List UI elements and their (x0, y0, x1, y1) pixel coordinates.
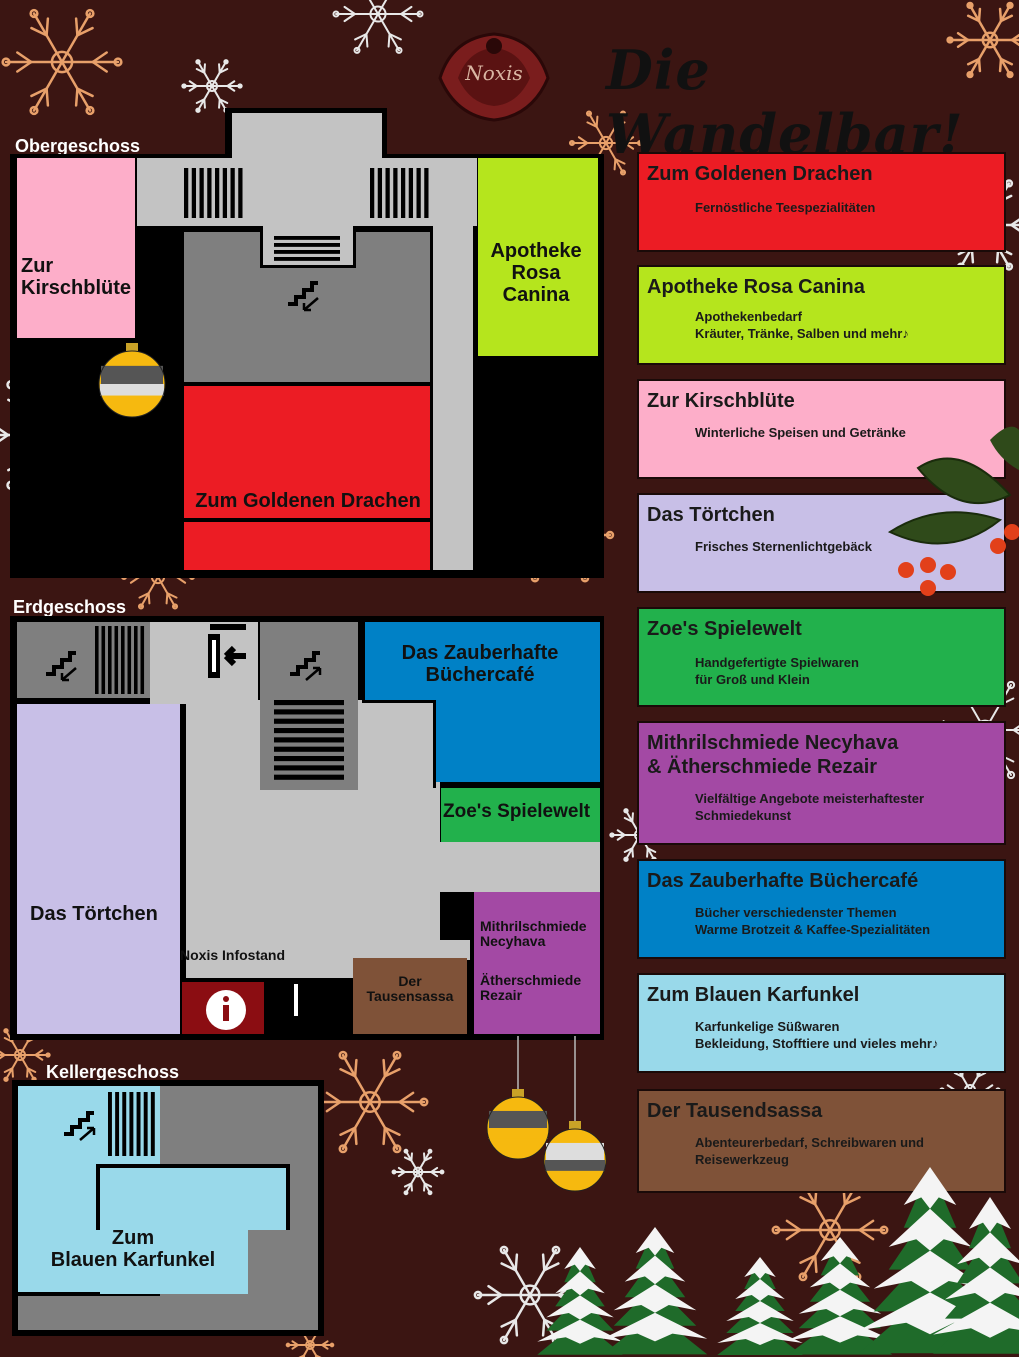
infostand-label: Noxis Infostand (180, 947, 286, 963)
room-spielewelt[interactable] (441, 788, 600, 842)
snowflake-icon (311, 1050, 429, 1154)
snowflake-icon (391, 1148, 445, 1196)
basement-title: Kellergeschoss (46, 1062, 180, 1082)
room-tausendsassa[interactable] (353, 958, 467, 1034)
shop-card[interactable]: Mithrilschmiede Necyhava & Ätherschmiede… (637, 721, 1006, 845)
shop-card-title: Zum Blauen Karfunkel (647, 984, 860, 1006)
room-schmiede-label-1: Mithrilschmiede Necyhava (480, 918, 587, 950)
infostand[interactable] (182, 982, 264, 1034)
room-kirschbluete[interactable] (17, 158, 135, 338)
upper-corridor-right (433, 158, 473, 570)
logo-text: Noxis (465, 61, 523, 85)
shop-card-title: Mithrilschmiede Necyhava & Ätherschmiede… (647, 732, 899, 778)
room-drachen-label: Zum Goldenen Drachen (195, 490, 421, 512)
ground-stairwell-left (17, 622, 150, 698)
shop-card-title: Das Zauberhafte Büchercafé (647, 870, 919, 892)
room-apotheke-label: Apotheke Rosa Canina (490, 240, 582, 306)
room-buechercafe-label: Das Zauberhafte Büchercafé (401, 642, 559, 686)
shop-card-description: Karfunkelige Süßwaren Bekleidung, Stofft… (695, 1019, 939, 1051)
snowflake-icon (332, 0, 424, 54)
room-karfunkel-ext2[interactable] (100, 1228, 248, 1294)
ground-stairwell-center (260, 622, 358, 790)
room-apotheke[interactable] (478, 158, 598, 356)
room-toertchen[interactable] (17, 704, 180, 1034)
shop-card-description: Handgefertigte Spielwaren für Groß und K… (695, 655, 859, 687)
room-drachen-lower[interactable] (184, 522, 430, 570)
basement-corridor (18, 1296, 318, 1330)
snowflake-icon (181, 59, 243, 113)
room-drachen[interactable] (184, 386, 430, 518)
shop-card-title: Zur Kirschblüte (647, 390, 795, 412)
shop-card-title: Das Törtchen (647, 504, 775, 526)
snowflake-icon (946, 1, 1019, 79)
shop-card-title: Zum Goldenen Drachen (647, 163, 873, 185)
noxis-logo: Noxis (432, 20, 556, 124)
shop-card-description: Fernöstliche Teespezialitäten (695, 200, 876, 215)
room-toertchen-label: Das Törtchen (30, 903, 158, 925)
shop-card-title: Zoe's Spielewelt (647, 618, 802, 640)
ground-corridor-bottom (186, 940, 470, 960)
snowflake-icon (1, 8, 123, 116)
room-buechercafe-notch (362, 700, 436, 788)
shop-card-description: Apothekenbedarf Kräuter, Tränke, Salben … (695, 309, 909, 341)
ground-corridor-right (436, 842, 600, 892)
upper-top-alcove-floor (232, 113, 382, 159)
shop-card-title: Der Tausendsassa (647, 1100, 823, 1122)
ground-corridor-top (150, 622, 258, 704)
room-kirschbluete-label: Zur Kirschblüte (21, 255, 132, 299)
room-schmiede-label-2: Ätherschmiede Rezair (480, 972, 582, 1004)
shop-card-description: Winterliche Speisen und Getränke (695, 425, 906, 440)
upper-floor-title: Obergeschoss (15, 136, 141, 156)
room-karfunkel-label: Zum Blauen Karfunkel (50, 1227, 216, 1271)
snowflake-icon (473, 1245, 587, 1345)
room-spielewelt-label: Zoe's Spielewelt (443, 801, 591, 822)
snowflake-icon (771, 1178, 889, 1282)
shop-card-title: Apotheke Rosa Canina (647, 276, 865, 298)
shop-card-description: Vielfältige Angebote meisterhaftester Sc… (695, 791, 925, 823)
page-title: Die Wandelbar! (606, 38, 964, 166)
upper-corridor-top (137, 158, 477, 226)
room-tausendsassa-label: Der Tausensassa (366, 973, 454, 1005)
room-karfunkel-ext[interactable] (96, 1164, 290, 1230)
upper-stair-landing (260, 226, 356, 268)
shop-card-description: Frisches Sternenlichtgebäck (695, 539, 873, 554)
shop-card-description: Bücher verschiedenster Themen Warme Brot… (695, 905, 931, 937)
shop-card-description: Abenteurerbedarf, Schreibwaren und Reise… (695, 1135, 924, 1167)
ground-floor-title: Erdgeschoss (13, 597, 127, 617)
room-schmiede[interactable] (474, 892, 600, 1034)
